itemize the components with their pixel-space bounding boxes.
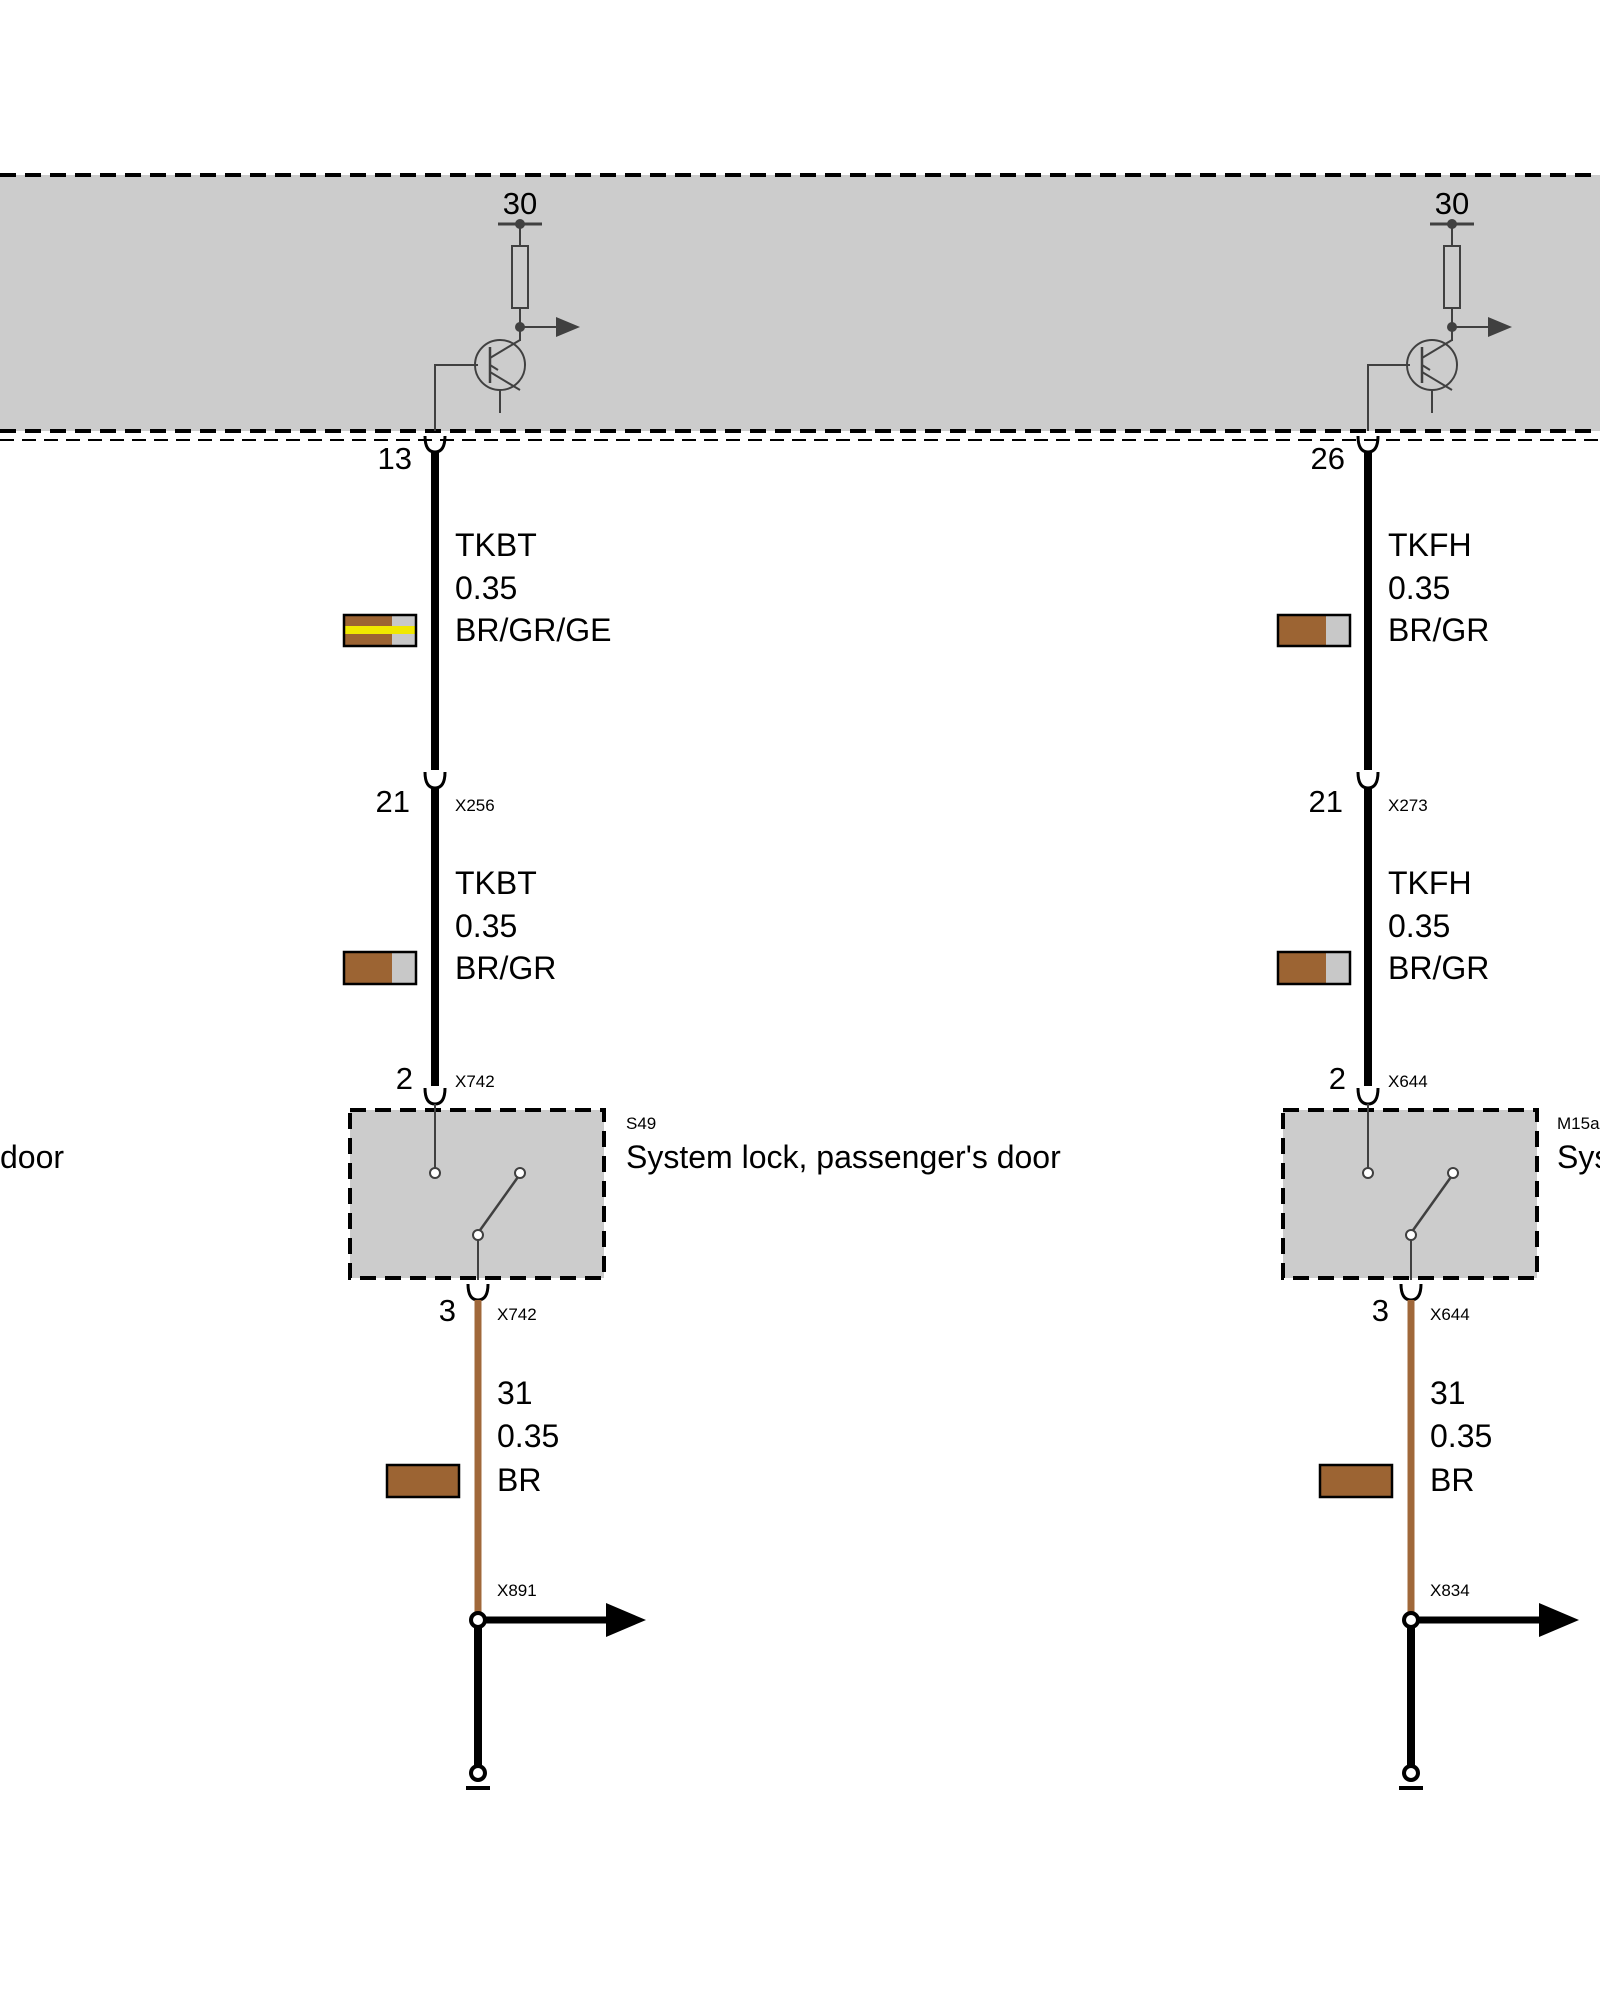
left-transistor-emitter <box>489 371 521 391</box>
right-ground-arrow-icon <box>1539 1603 1579 1637</box>
control-unit-box <box>0 175 1600 431</box>
left-transistor-collector <box>489 339 521 359</box>
right-seg3-gauge: 0.35 <box>1430 1418 1492 1454</box>
left-supply-terminal: 30 <box>503 186 537 221</box>
right-output-pin: 26 <box>1311 441 1345 476</box>
left-branch: 13 TKBT 0.35 BR/GR/GE 21 X256 TKBT 0.35 … <box>342 435 1061 1790</box>
right-ground-splice-node <box>1402 1611 1420 1629</box>
right-seg1-gauge: 0.35 <box>1388 570 1450 606</box>
right-switch-in-connector <box>1356 1087 1380 1106</box>
left-seg3-color: BR <box>497 1462 541 1498</box>
right-seg3-signal: 31 <box>1430 1375 1466 1411</box>
right-seg3-color: BR <box>1430 1462 1474 1498</box>
right-ground-splice-id: X834 <box>1430 1581 1470 1600</box>
right-connector1-id: X273 <box>1388 796 1428 815</box>
right-seg1-color: BR/GR <box>1388 612 1489 648</box>
left-seg2-color-swatch <box>342 950 418 986</box>
right-seg3-color-swatch <box>1318 1463 1394 1499</box>
right-seg1-signal: TKFH <box>1388 527 1472 563</box>
left-switch-out-connector <box>466 1283 490 1302</box>
right-switch-pivot <box>1405 1229 1417 1241</box>
left-switch-contact-a <box>429 1167 441 1179</box>
left-switch-in-id: X742 <box>455 1072 495 1091</box>
left-ground-splice-node <box>469 1611 487 1629</box>
left-seg3-color-swatch <box>385 1463 461 1499</box>
left-output-stage: 30 <box>434 186 580 431</box>
right-output-stage: 30 <box>1367 186 1512 431</box>
left-seg2-color: BR/GR <box>455 950 556 986</box>
left-seg1-color: BR/GR/GE <box>455 612 611 648</box>
left-seg3-gauge: 0.35 <box>497 1418 559 1454</box>
left-transistor-arrow-icon <box>489 364 499 371</box>
left-ground-splice-id: X891 <box>497 1581 537 1600</box>
right-seg2-signal: TKFH <box>1388 865 1472 901</box>
left-switch-out-id: X742 <box>497 1305 537 1324</box>
control-unit <box>0 173 1600 441</box>
right-component-code: M15a <box>1557 1114 1600 1133</box>
right-seg2-color: BR/GR <box>1388 950 1489 986</box>
left-sense-arrow-icon <box>556 317 580 337</box>
right-x273-connector <box>1356 771 1380 790</box>
left-connector1-pin: 21 <box>376 784 410 819</box>
right-seg1-color-swatch <box>1276 613 1352 648</box>
right-switch-out-pin: 3 <box>1372 1293 1389 1328</box>
right-connector1-pin: 21 <box>1309 784 1343 819</box>
right-switch-in-id: X644 <box>1388 1072 1428 1091</box>
left-output-pin: 13 <box>378 441 412 476</box>
left-seg2-signal: TKBT <box>455 865 537 901</box>
right-switch-out-connector <box>1399 1283 1423 1302</box>
right-switch-out-id: X644 <box>1430 1305 1470 1324</box>
left-ground-arrow-icon <box>606 1603 646 1637</box>
right-component-name: Sys <box>1557 1139 1600 1175</box>
right-pin-26-connector <box>1356 435 1380 454</box>
left-switch-in-pin: 2 <box>396 1061 413 1096</box>
left-seg3-signal: 31 <box>497 1375 533 1411</box>
left-pin-13-connector <box>423 435 447 454</box>
left-switch-in-connector <box>423 1087 447 1106</box>
offscreen-left-label: door <box>0 1139 64 1175</box>
left-switch-pivot <box>472 1229 484 1241</box>
right-switch-contact-b <box>1447 1167 1459 1179</box>
left-seg1-gauge: 0.35 <box>455 570 517 606</box>
left-switch-contact-b <box>514 1167 526 1179</box>
left-connector1-id: X256 <box>455 796 495 815</box>
left-component-name: System lock, passenger's door <box>626 1139 1061 1175</box>
right-seg2-color-swatch <box>1276 950 1352 986</box>
right-sense-arrow-icon <box>1488 317 1512 337</box>
left-switch-blade-icon <box>476 1176 520 1234</box>
right-switch-contact-a <box>1362 1167 1374 1179</box>
right-ground-terminal <box>1402 1764 1420 1782</box>
right-switch-in-pin: 2 <box>1329 1061 1346 1096</box>
right-transistor-collector <box>1421 339 1453 359</box>
right-transistor-arrow-icon <box>1421 364 1431 371</box>
right-base-feed <box>1367 364 1410 431</box>
right-supply-terminal: 30 <box>1435 186 1469 221</box>
left-seg1-signal: TKBT <box>455 527 537 563</box>
left-seg1-color-swatch <box>342 613 418 648</box>
left-switch-out-pin: 3 <box>439 1293 456 1328</box>
right-switch-blade-icon <box>1409 1176 1453 1234</box>
right-transistor-emitter <box>1421 371 1453 391</box>
left-component-code: S49 <box>626 1114 656 1133</box>
left-seg2-gauge: 0.35 <box>455 908 517 944</box>
left-base-feed <box>434 364 478 431</box>
right-seg2-gauge: 0.35 <box>1388 908 1450 944</box>
left-ground-terminal <box>469 1764 487 1782</box>
right-branch: 26 TKFH 0.35 BR/GR 21 X273 TKFH 0.35 BR/… <box>1276 435 1600 1790</box>
left-x256-connector <box>423 771 447 790</box>
